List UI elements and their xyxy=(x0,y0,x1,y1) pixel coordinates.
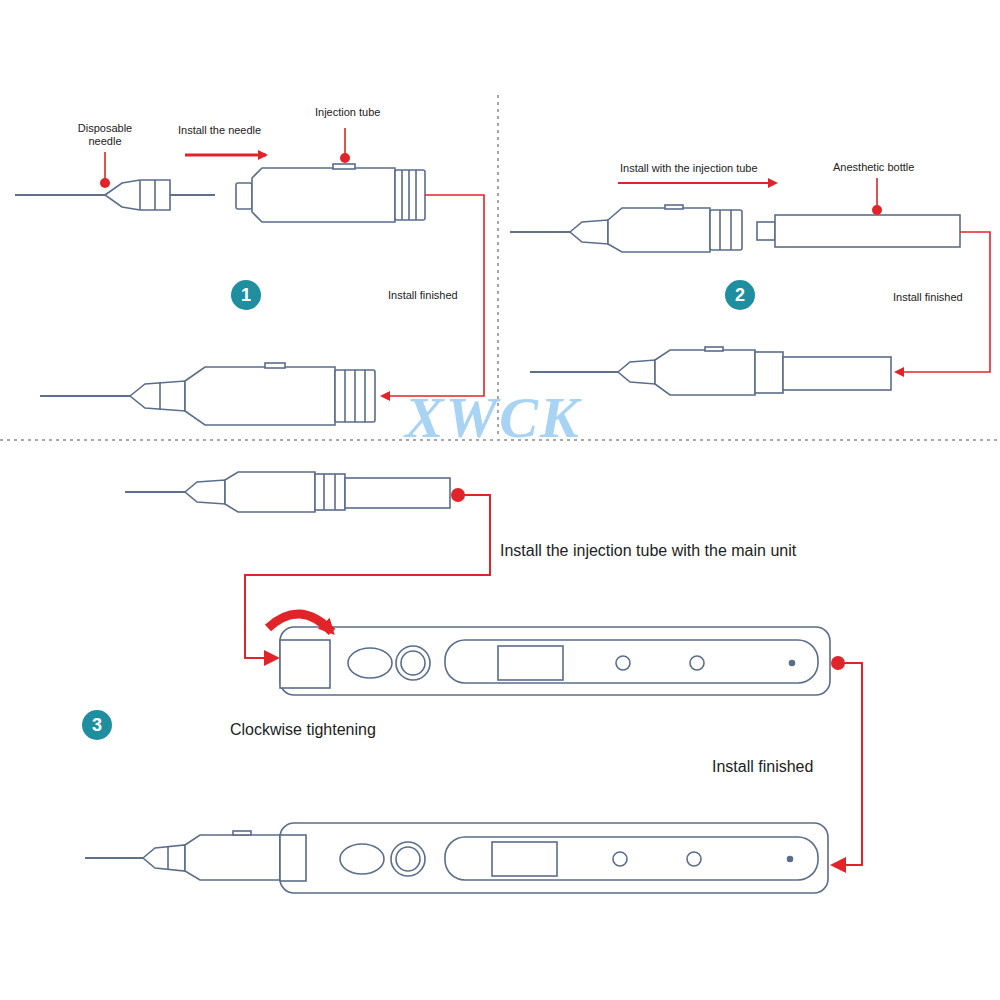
step-label: Install the injection tube with the main… xyxy=(500,542,796,560)
part-label: Disposable needle xyxy=(65,122,145,147)
part-label: Anesthetic bottle xyxy=(833,161,914,174)
step-number: 3 xyxy=(82,710,112,740)
step-number-text: 1 xyxy=(241,285,251,306)
watermark: XWCK xyxy=(405,385,581,452)
step-number-text: 2 xyxy=(735,285,745,306)
step-number: 1 xyxy=(231,280,261,310)
step-label: Clockwise tightening xyxy=(230,721,376,739)
step-label: Install finished xyxy=(388,289,458,302)
step-label: Install the needle xyxy=(178,124,261,137)
step-number-text: 3 xyxy=(92,715,102,736)
step-label: Install finished xyxy=(893,291,963,304)
step-label: Install finished xyxy=(712,758,813,776)
part-label: Injection tube xyxy=(315,106,380,119)
step-label: Install with the injection tube xyxy=(620,162,758,175)
step-number: 2 xyxy=(725,280,755,310)
